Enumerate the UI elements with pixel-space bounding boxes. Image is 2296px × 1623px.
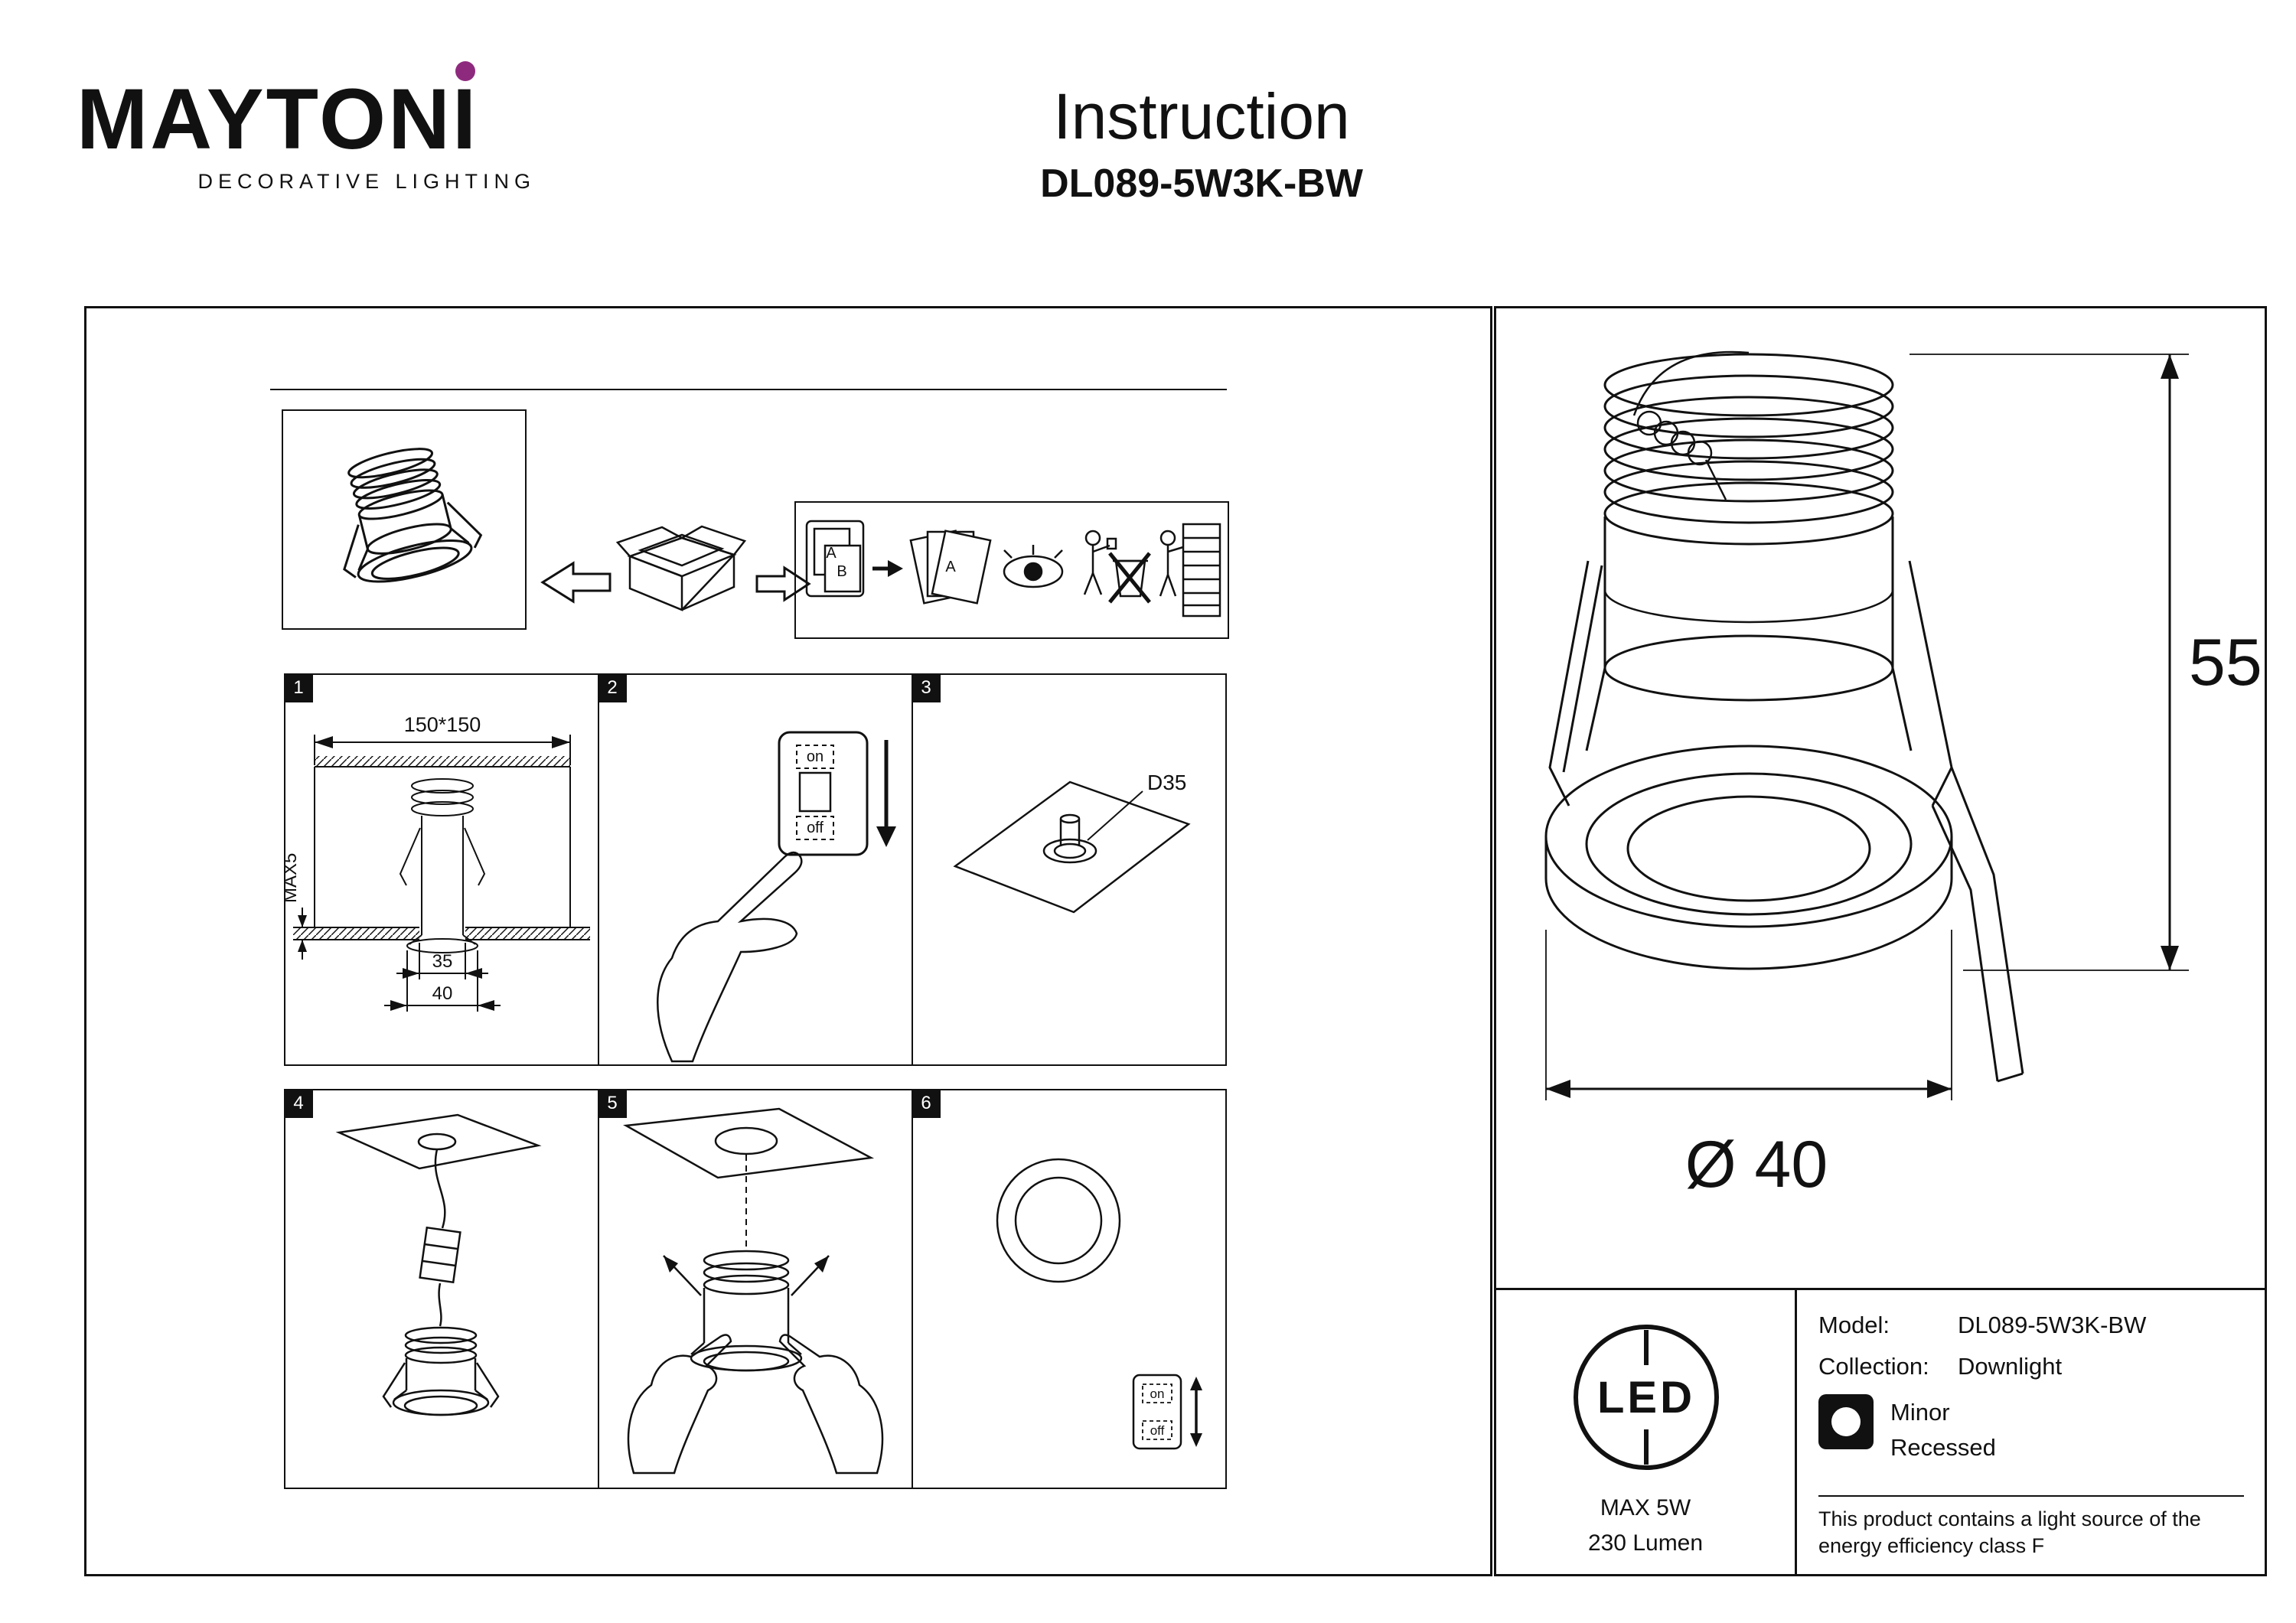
logo-dot-icon: [455, 61, 476, 81]
brand-name-i: I: [452, 71, 479, 167]
step-3-cell: 3 D35: [912, 673, 1227, 1066]
step-6-diagram: on off: [996, 1158, 1202, 1450]
step-4-diagram: [335, 1113, 542, 1416]
max-depth-label: MAX5: [285, 853, 301, 903]
step-1-diagram: 150*150 MAX5 35 40: [285, 713, 590, 1012]
instruction-panel: A B A 1: [84, 306, 1492, 1576]
lumen-output: 230 Lumen: [1587, 1530, 1704, 1556]
doc-a-label: A: [826, 545, 837, 562]
brand-name-main: MAYTON: [77, 71, 452, 167]
product-thumbnail-box: [282, 409, 527, 630]
collection-label: Collection:: [1818, 1353, 1929, 1380]
switch-off-label: off: [1150, 1423, 1165, 1438]
model-info-column: Model: DL089-5W3K-BW Collection: Downlig…: [1797, 1290, 2265, 1576]
note-divider: [1818, 1495, 2244, 1497]
series-name: Minor: [1890, 1399, 1950, 1426]
step-4-cell: 4: [284, 1089, 599, 1489]
switch-on-label: on: [1150, 1387, 1165, 1401]
energy-efficiency-note: This product contains a light source of …: [1818, 1507, 2201, 1558]
step-6-badge: 6: [912, 1089, 941, 1118]
max-power: MAX 5W: [1600, 1495, 1691, 1520]
documentation-icons: A B A: [805, 520, 1221, 618]
paper-a-label: A: [945, 559, 956, 575]
step-3-diagram: D35: [953, 771, 1191, 914]
switch-on-label: on: [807, 748, 823, 765]
arrow-right-icon: [755, 565, 811, 602]
led-logo-icon: LED: [1574, 1325, 1719, 1470]
hole-diameter-label: D35: [1147, 771, 1186, 794]
recessed-spot-icon: [1818, 1394, 1874, 1449]
downlight-thumbnail-icon: [343, 448, 483, 583]
model-value: DL089-5W3K-BW: [1958, 1312, 2147, 1338]
led-column: LED MAX 5W 230 Lumen: [1496, 1290, 1797, 1576]
step-6-cell: 6 on off: [912, 1089, 1227, 1489]
step-2-badge: 2: [598, 673, 627, 702]
step-2-cell: 2 on off: [598, 673, 913, 1066]
page-model-number: DL089-5W3K-BW: [1040, 161, 1363, 207]
diameter-dimension-label: Ø 40: [1685, 1128, 1828, 1201]
model-label: Model:: [1818, 1312, 1890, 1338]
downlight-technical-drawing: 55 Ø 40: [1544, 350, 2262, 1201]
step-5-badge: 5: [598, 1089, 627, 1118]
hole-dim-label: 35: [432, 951, 453, 972]
led-logo-text: LED: [1597, 1373, 1695, 1423]
eye-icon: [1003, 545, 1064, 588]
step-4-badge: 4: [284, 1089, 313, 1118]
pressing-hand-icon: [657, 851, 803, 1063]
cutout-size-label: 150*150: [404, 713, 481, 736]
brand-logo: MAYTONI DECORATIVE LIGHTING: [77, 61, 536, 194]
brand-name: MAYTONI: [77, 61, 536, 162]
document-bag-icon: [805, 520, 865, 598]
specs-section: LED MAX 5W 230 Lumen Model: DL089-5W3K-B…: [1496, 1288, 2265, 1576]
mount-type: Recessed: [1890, 1434, 1996, 1461]
step-5-diagram: [623, 1107, 884, 1475]
top-rule: [270, 389, 1227, 390]
carton-box-icon: [615, 525, 747, 611]
doc-b-label: B: [837, 563, 846, 580]
left-hand-icon: [627, 1334, 732, 1475]
step-5-cell: 5: [598, 1089, 913, 1489]
keep-documents-icon: [1159, 523, 1221, 618]
step-1-cell: 1: [284, 673, 599, 1066]
documentation-panel: A B A: [794, 501, 1229, 639]
no-trash-icon: [1083, 530, 1151, 604]
step-3-badge: 3: [912, 673, 941, 702]
height-dimension-label: 55: [2189, 626, 2262, 699]
step-2-diagram: on off: [657, 731, 896, 1063]
switch-off-label: off: [807, 820, 823, 836]
collection-value: Downlight: [1958, 1353, 2063, 1380]
doc-title-block: Instruction DL089-5W3K-BW: [819, 83, 1584, 207]
arrow-left-icon: [540, 561, 612, 604]
bezel-dim-label: 40: [432, 983, 453, 1004]
small-arrow-icon: [872, 560, 903, 577]
step-1-badge: 1: [284, 673, 313, 702]
brand-tagline: DECORATIVE LIGHTING: [197, 170, 536, 193]
right-hand-icon: [778, 1334, 884, 1475]
product-panel: 55 Ø 40 LED MAX 5W 230 Lumen Model: DL08…: [1494, 306, 2267, 1576]
papers-icon: [909, 530, 992, 605]
page-title: Instruction: [1053, 80, 1350, 152]
